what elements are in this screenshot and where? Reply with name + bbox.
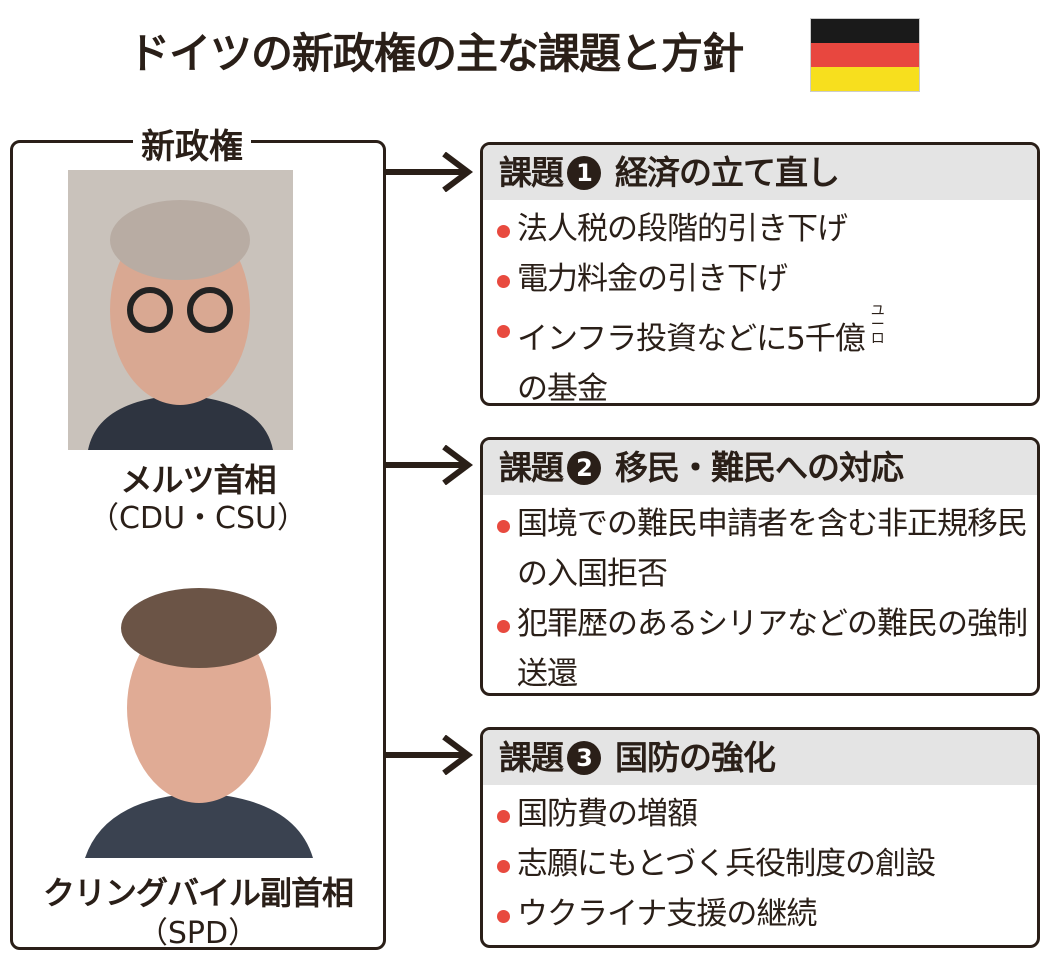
issue-label: 課題: [499, 153, 564, 192]
issue-number: 2: [567, 451, 601, 485]
item-text: インフラ投資などに5千億: [517, 321, 866, 357]
issue-number: 1: [567, 156, 601, 190]
arrow-right-icon: [386, 445, 473, 485]
government-panel: 新政権 メルツ首相 （CDU・CSU） クリングバイル副首相 （SPD）: [10, 119, 386, 951]
german-flag-icon: [810, 18, 920, 92]
person-party: （CDU・CSU）: [89, 501, 307, 536]
list-item: 法人税の段階的引き下げ: [495, 204, 1029, 254]
list-item: ウクライナ支援の継続: [495, 889, 1029, 939]
merz-photo: [68, 170, 293, 450]
issue-title: 経済の立て直し: [615, 153, 840, 192]
list-item: 国境での難民申請者を含む非正規移民の入国拒否: [495, 499, 1029, 599]
list-item: 犯罪歴のあるシリアなどの難民の強制送還: [495, 599, 1029, 693]
klingbeil-photo: [85, 568, 313, 858]
item-text: の基金: [517, 371, 608, 406]
issue-title: 国防の強化: [615, 738, 776, 777]
issue-label: 課題: [499, 448, 564, 487]
list-item: 国防費の増額: [495, 789, 1029, 839]
person-name: メルツ首相: [120, 461, 276, 499]
list-item: 電力料金の引き下げ: [495, 254, 1029, 304]
issue-number: 3: [567, 741, 601, 775]
list-item: 志願にもとづく兵役制度の創設: [495, 839, 1029, 889]
page-title: ドイツの新政権の主な課題と方針: [128, 29, 744, 78]
list-item: インフラ投資などに5千億ユーロの基金: [495, 303, 1029, 406]
person-name: クリングバイル副首相: [42, 874, 354, 912]
government-label: 新政権: [133, 119, 251, 168]
issue-label: 課題: [499, 738, 564, 777]
issue-title: 移民・難民への対応: [615, 448, 904, 487]
unit-euro: ユーロ: [870, 303, 885, 347]
person-party: （SPD）: [137, 916, 259, 951]
arrow-right-icon: [386, 735, 473, 775]
arrow-right-icon: [386, 152, 473, 192]
